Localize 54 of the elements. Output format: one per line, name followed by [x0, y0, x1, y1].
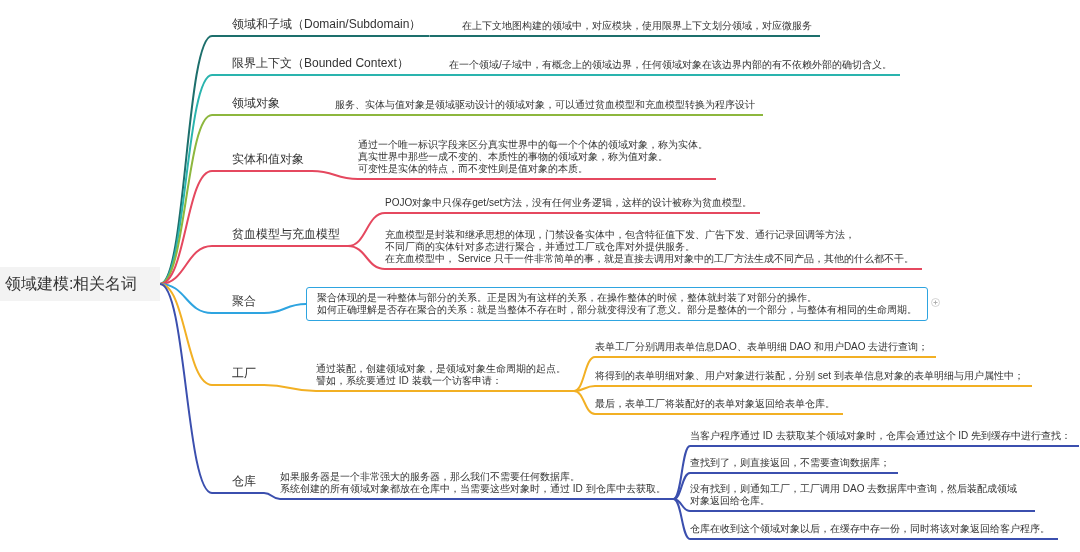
branch-line	[287, 114, 336, 116]
note-box	[306, 287, 928, 321]
note-text: 系统创建的所有领域对象都放在仓库中，当需要这些对象时，通过 ID 到仓库中去获取。	[280, 483, 666, 495]
branch-line	[263, 492, 281, 500]
note-text: 譬如，系统要通过 ID 装载一个访客申请：	[316, 375, 503, 387]
branch-line	[263, 303, 307, 314]
branch-line	[573, 390, 596, 415]
note-text: 充血模型是封装和继承思想的体现，门禁设备实体中，包含特征值下发、广告下发、通行记录回调等方法，	[385, 229, 856, 241]
note-text: 查找到了，则直接返回，不需要查询数据库；	[690, 457, 898, 474]
note-text: 表单工厂分别调用表单信息DAO、表单明细 DAO 和用户DAO 去进行查询；	[595, 341, 937, 358]
note-text: 将得到的表单明细对象、用户对象进行装配，分别 set 到表单信息对象的表单明细与用户属性中；	[595, 370, 1032, 387]
branch-line	[573, 356, 596, 392]
note-block	[358, 139, 716, 180]
note-text: 在上下文地图构建的领域中，对应模块，使用限界上下文划分领域，对应微服务	[462, 20, 820, 37]
note-text: 如果服务器是一个非常强大的服务器，那么我们不需要任何数据库。	[280, 471, 581, 483]
topic-label: 领域对象	[212, 96, 288, 116]
note-text: 聚合体现的是一种整体与部分的关系。正是因为有这样的关系，在操作整体的时候，整体就封装了对部分的操作。	[317, 292, 818, 304]
topic-label: 贫血模型与充血模型	[212, 227, 348, 247]
note-block	[316, 363, 574, 392]
branch-line	[159, 283, 213, 494]
branch-line	[159, 283, 213, 386]
note-text: 不同厂商的实体针对多态进行聚合，并通过工厂或仓库对外提供服务。	[385, 241, 696, 253]
note-text: 通过一个唯一标识字段来区分真实世界中的每一个个体的领域对象，称为实体。	[358, 139, 708, 151]
note-text: POJO对象中只保存get/set方法，没有任何业务逻辑，这样的设计被称为贫血模型。	[385, 197, 761, 214]
topic-label: 仓库	[212, 474, 264, 494]
branch-line	[311, 170, 359, 180]
branch-line	[415, 74, 450, 76]
topic-label: 领域和子域（Domain/Subdomain）	[212, 17, 430, 37]
topic-label: 实体和值对象	[212, 152, 312, 172]
topic-label: 工厂	[212, 366, 264, 386]
note-text: 最后，表单工厂将装配好的表单对象返回给表单仓库。	[595, 398, 843, 415]
branch-line	[672, 498, 691, 512]
root-topic: 领域建模:相关名词	[0, 267, 160, 301]
note-text: 没有找到，则通知工厂，工厂调用 DAO 去数据库中查询，然后装配成领域对象返回给仓库。	[690, 483, 1035, 512]
note-text: 真实世界中那些一成不变的、本质性的事物的领域对象，称为值对象。	[358, 151, 669, 163]
note-text: 如何正确理解是否存在聚合的关系：就是当整体不存在时，部分就变得没有了意义。部分是整体的一个部分，与整体有相同的生命周期。	[317, 304, 917, 316]
note-text: 当客户程序通过 ID 去获取某个领域对象时，仓库会通过这个 ID 先到缓存中进行查找：	[690, 430, 1080, 447]
note-text: 在一个领域/子域中，有概念上的领域边界，任何领域对象在该边界内部的有不依赖外部的确切含义。	[449, 59, 900, 76]
note-block	[280, 471, 674, 500]
topic-label: 聚合	[212, 294, 264, 314]
note-text: 服务、实体与值对象是领域驱动设计的领域对象，可以通过贫血模型和充血模型转换为程序设计	[335, 99, 763, 116]
branch-line	[672, 498, 691, 540]
note-text: 通过装配，创建领域对象，是领域对象生命周期的起点。	[316, 363, 566, 375]
branch-line	[347, 245, 386, 270]
branch-line	[672, 445, 691, 500]
branch-line	[672, 472, 691, 500]
branch-line	[263, 384, 317, 392]
topic-label: 限界上下文（Bounded Context）	[212, 56, 417, 76]
branch-line	[159, 170, 213, 285]
note-block	[385, 229, 922, 270]
branch-line	[428, 35, 463, 37]
note-text: 在充血模型中， Service 只干一件非常简单的事，就是直接去调用对象中的工厂方法生成不同产品，其他的什么都不干。	[385, 253, 914, 265]
note-text: 仓库在收到这个领域对象以后，在缓存中存一份，同时将该对象返回给客户程序。	[690, 523, 1058, 540]
note-text: 可变性是实体的特点，而不变性则是值对象的本质。	[358, 163, 589, 175]
